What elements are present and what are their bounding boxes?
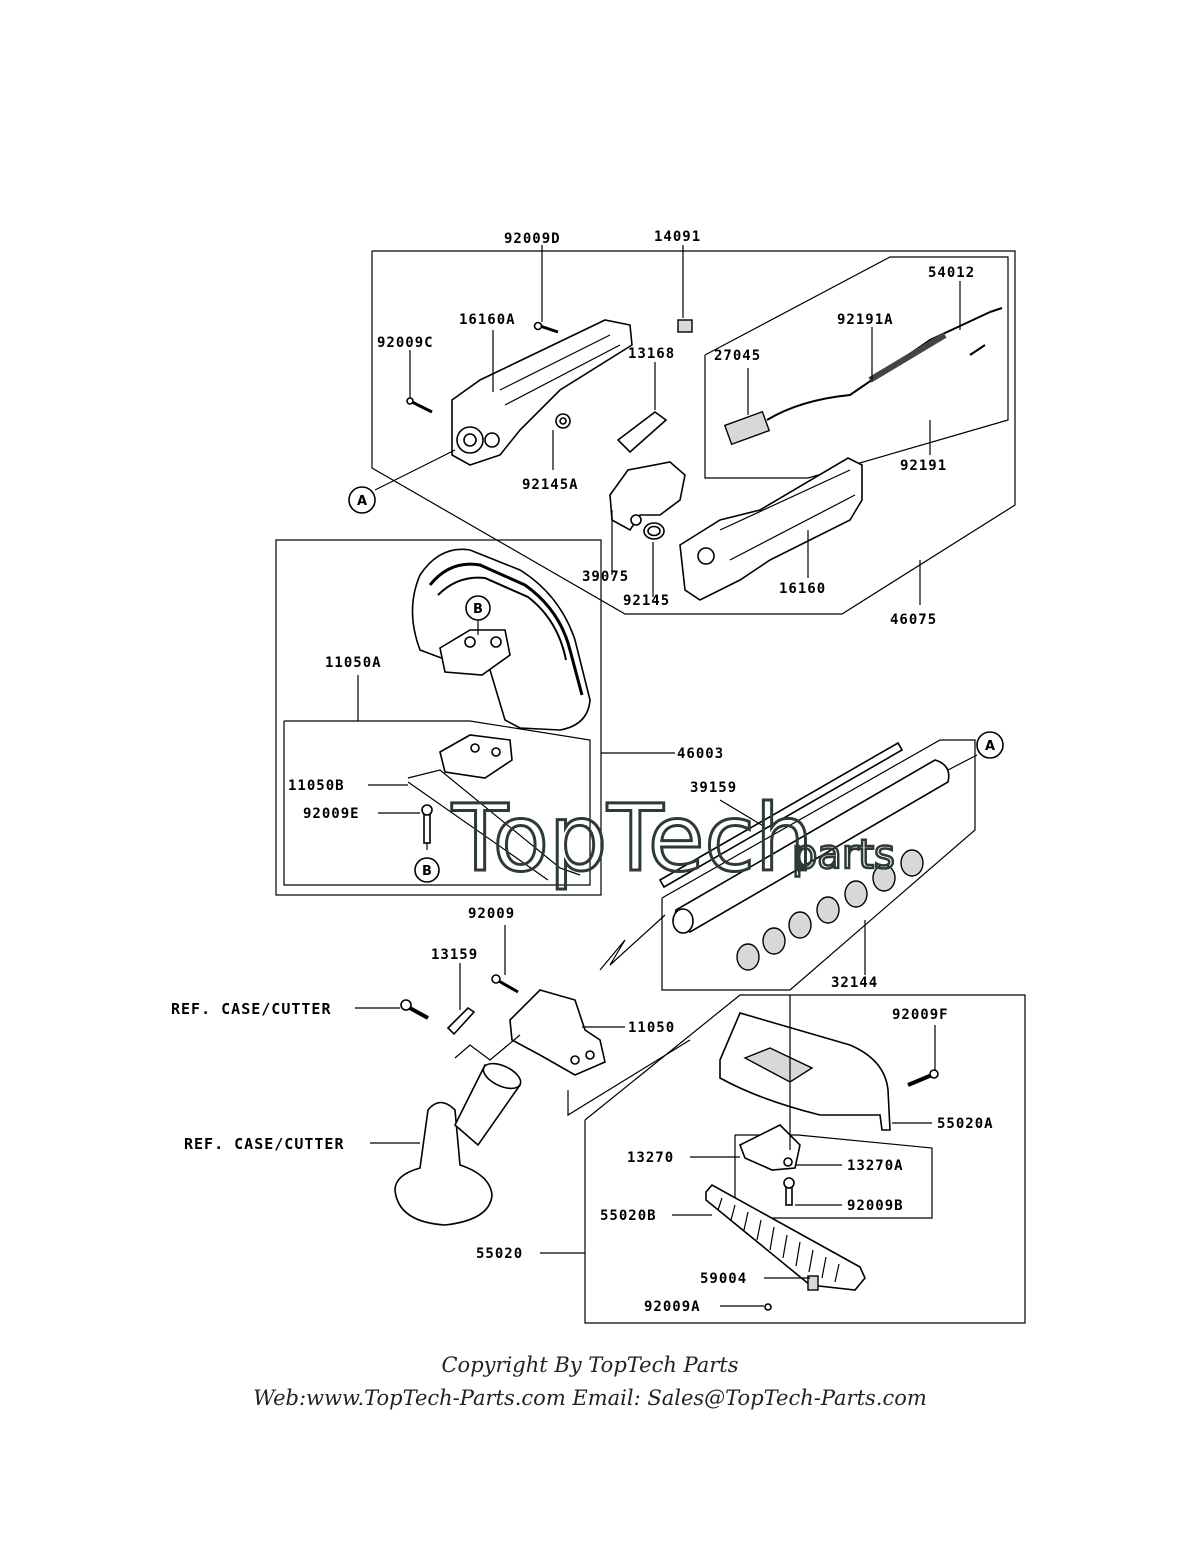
- rod-13168: [616, 411, 668, 454]
- label-55020A: 55020A: [937, 1116, 994, 1132]
- label-92009B: 92009B: [847, 1198, 904, 1214]
- screw-92009E: [421, 804, 433, 844]
- label-27045: 27045: [714, 348, 761, 364]
- label-11050B: 11050B: [288, 778, 345, 794]
- footer-copyright: Copyright By TopTech Parts: [441, 1353, 739, 1377]
- switch-27045: [723, 410, 771, 446]
- svg-text:B: B: [473, 602, 483, 617]
- label-92009: 92009: [468, 906, 515, 922]
- pin-13159: [446, 1006, 476, 1036]
- part-14091: [677, 319, 693, 333]
- handle-half-16160: [679, 457, 863, 601]
- label-ref-case-cutter-1: REF. CASE/CUTTER: [171, 1000, 332, 1018]
- handle-half-16160A: [451, 319, 633, 466]
- leader-lines: [355, 245, 978, 1307]
- screw-92009B: [783, 1177, 795, 1206]
- box-92191: [704, 256, 1009, 479]
- group-handle-upper: [406, 307, 1003, 601]
- cable-92191A: [766, 311, 991, 421]
- part-labels: 92009D 14091 54012 16160A 92191A 92009C …: [171, 229, 994, 1315]
- label-11050: 11050: [628, 1020, 675, 1036]
- footer-contact: Web:www.TopTech-Parts.com Email: Sales@T…: [253, 1386, 927, 1410]
- label-92009D: 92009D: [504, 231, 561, 247]
- label-92145A: 92145A: [522, 477, 579, 493]
- clamp-11050: [509, 989, 606, 1076]
- marker-b-lower: B: [414, 857, 440, 883]
- markers: A A B B: [348, 486, 1004, 883]
- svg-text:B: B: [422, 864, 432, 879]
- clamp-11050B: [439, 734, 513, 779]
- label-92191A: 92191A: [837, 312, 894, 328]
- group-loop-handle: [407, 548, 591, 881]
- box-11050A: [283, 720, 591, 886]
- label-55020B: 55020B: [600, 1208, 657, 1224]
- box-32144: [661, 739, 976, 991]
- label-ref-case-cutter-2: REF. CASE/CUTTER: [184, 1135, 345, 1153]
- label-92145: 92145: [623, 593, 670, 609]
- trigger-39075: [609, 461, 686, 532]
- group-boxes: [275, 250, 1026, 1324]
- screw-92009F: [907, 1069, 939, 1087]
- label-13159: 13159: [431, 947, 478, 963]
- label-92009A: 92009A: [644, 1299, 701, 1315]
- label-13270: 13270: [627, 1150, 674, 1166]
- group-gear-case: [394, 974, 606, 1226]
- label-46075: 46075: [890, 612, 937, 628]
- screw-92009A: [764, 1303, 772, 1311]
- screw-92009C: [406, 397, 433, 414]
- label-11050A: 11050A: [325, 655, 382, 671]
- box-46003: [275, 539, 602, 896]
- watermark-sub: parts: [792, 832, 895, 878]
- bushings: [736, 849, 924, 971]
- screw-92009D: [533, 321, 559, 334]
- marker-a-upper: A: [348, 486, 376, 514]
- svg-text:A: A: [985, 739, 995, 754]
- watermark-main: TopTech: [451, 785, 813, 892]
- label-13270A: 13270A: [847, 1158, 904, 1174]
- label-92009C: 92009C: [377, 335, 434, 351]
- label-16160: 16160: [779, 581, 826, 597]
- label-46003: 46003: [677, 746, 724, 762]
- screw-ref: [400, 999, 429, 1020]
- clip-59004: [807, 1275, 819, 1291]
- screw-92009: [491, 974, 519, 994]
- label-39159: 39159: [690, 780, 737, 796]
- label-92009E: 92009E: [303, 806, 360, 822]
- label-55020: 55020: [476, 1246, 523, 1262]
- watermark: TopTech parts: [450, 784, 897, 894]
- label-92009F: 92009F: [892, 1007, 949, 1023]
- box-46075: [371, 250, 1016, 615]
- label-92191: 92191: [900, 458, 947, 474]
- label-14091: 14091: [654, 229, 701, 245]
- group-guard: [705, 1012, 939, 1311]
- marker-a-lower: A: [976, 731, 1004, 759]
- marker-b-upper: B: [465, 595, 491, 621]
- shaft-39159: [658, 741, 904, 889]
- group-shaft: [658, 741, 950, 971]
- svg-text:A: A: [357, 494, 367, 509]
- label-13168: 13168: [628, 346, 675, 362]
- label-32144: 32144: [831, 975, 878, 991]
- label-16160A: 16160A: [459, 312, 516, 328]
- label-54012: 54012: [928, 265, 975, 281]
- label-59004: 59004: [700, 1271, 747, 1287]
- gear-case: [394, 1101, 493, 1226]
- label-39075: 39075: [582, 569, 629, 585]
- box-55020: [584, 994, 1026, 1324]
